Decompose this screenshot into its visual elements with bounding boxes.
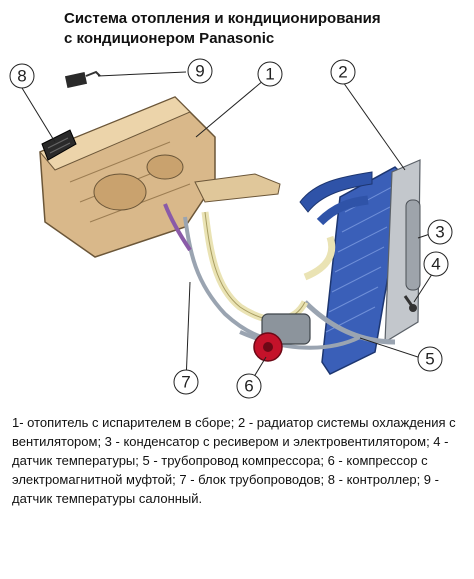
callout-5: 5 [417, 346, 443, 372]
callout-7-label: 7 [181, 373, 190, 392]
condenser-with-receiver [384, 159, 421, 344]
callout-4-label: 4 [431, 255, 440, 274]
callout-6: 6 [236, 373, 262, 399]
compressor-with-clutch [253, 313, 311, 362]
callout-1-label: 1 [265, 65, 274, 84]
heater-evaporator-assembly [39, 96, 281, 258]
callout-2: 2 [330, 59, 356, 85]
compressor-pipeline [239, 300, 396, 350]
title-line-1: Система отопления и кондиционирования [64, 10, 381, 27]
radiator-with-fan [299, 166, 406, 375]
title-line-2: с кондиционером Panasonic [64, 30, 275, 47]
leader-lines [21, 71, 437, 386]
cabin-temperature-sensor [64, 70, 101, 88]
callout-1: 1 [257, 61, 283, 87]
callout-8-label: 8 [17, 67, 26, 86]
page-title: Система отопления и кондиционирования с … [64, 9, 464, 49]
callout-6-label: 6 [244, 377, 253, 396]
callout-5-label: 5 [425, 350, 434, 369]
controller [41, 129, 77, 161]
callout-4: 4 [423, 251, 449, 277]
callout-9: 9 [187, 58, 213, 84]
callout-3: 3 [427, 219, 453, 245]
callout-3-label: 3 [435, 223, 444, 242]
callout-2-label: 2 [338, 63, 347, 82]
callout-7: 7 [173, 369, 199, 395]
system-diagram: 1 2 3 4 5 6 7 8 9 [9, 58, 453, 399]
legend-caption: 1- отопитель с испарителем в сборе; 2 - … [12, 415, 456, 506]
callout-8: 8 [9, 63, 35, 89]
temperature-sensor [403, 295, 417, 312]
callout-9-label: 9 [195, 62, 204, 81]
